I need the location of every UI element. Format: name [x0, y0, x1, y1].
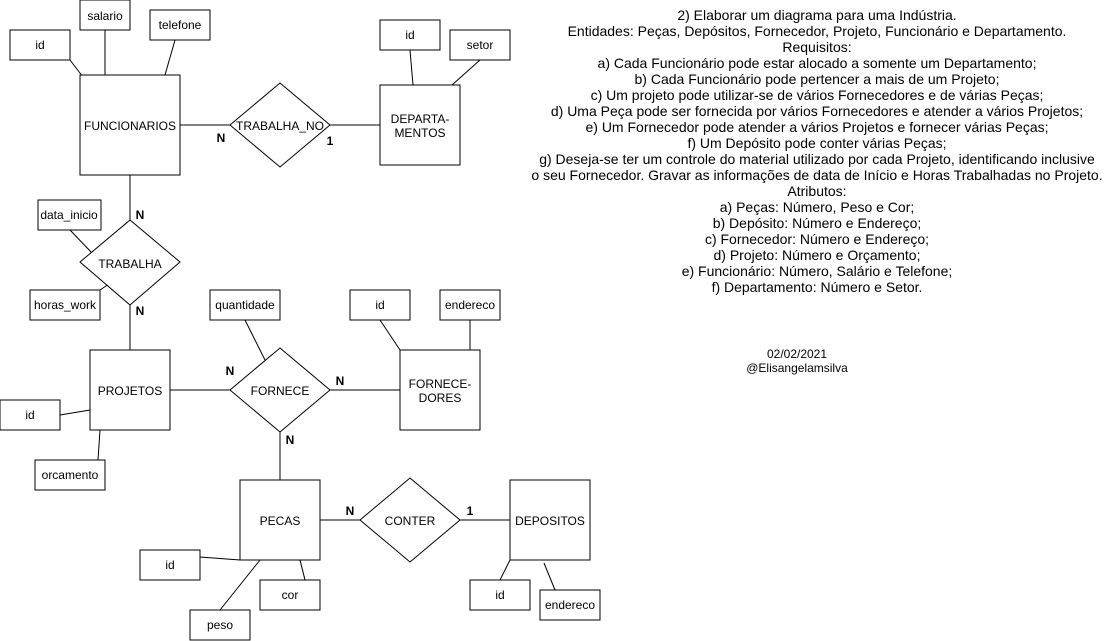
- relationship-conter: CONTER: [359, 477, 461, 563]
- cardinality-labels: N 1 N N N N N N 1: [136, 131, 474, 518]
- attribute-depositos-id: id: [469, 579, 531, 611]
- entity-fornecedores-label-line2: DORES: [419, 391, 462, 405]
- attribute-funcionarios-telefone-label: telefone: [159, 18, 202, 32]
- attribute-pecas-peso-label: peso: [207, 618, 233, 632]
- attribute-pecas-cor: cor: [259, 579, 321, 611]
- attribute-pecas-peso: peso: [189, 609, 251, 641]
- attribute-fornece-quantidade-label: quantidade: [215, 298, 275, 312]
- entity-pecas: PECAS: [239, 479, 321, 561]
- requirements-notes: 2) Elaborar um diagrama para uma Indústr…: [530, 7, 1104, 295]
- attribute-pecas-id: id: [139, 549, 201, 581]
- cardinality-projetos-trabalha: N: [136, 304, 145, 318]
- cardinality-fornecedores-fornece: N: [336, 374, 345, 388]
- entity-funcionarios-label: FUNCIONARIOS: [84, 119, 176, 133]
- entity-depositos-label: DEPOSITOS: [515, 514, 585, 528]
- relationship-trabalha-no-label: TRABALHA_NO: [236, 119, 324, 133]
- attribute-projetos-id: id: [0, 399, 61, 431]
- attribute-depositos-endereco-label: endereco: [545, 598, 595, 612]
- signature-block: 02/02/2021 @Elisangelamsilva: [700, 347, 894, 375]
- attribute-funcionarios-salario-label: salario: [87, 9, 123, 23]
- notes-line: f) Departamento: Número e Setor.: [711, 279, 923, 295]
- cardinality-pecas-conter: N: [346, 504, 355, 518]
- entity-departamentos-label-line1: DEPARTA-: [391, 112, 450, 126]
- attribute-trabalha-horas-work-label: horas_work: [34, 298, 97, 312]
- relationship-trabalha-label: TRABALHA: [98, 257, 161, 271]
- notes-line: c) Um projeto pode utilizar-se de vários…: [590, 87, 1044, 103]
- attribute-departamentos-setor: setor: [449, 29, 511, 61]
- notes-line: d) Uma Peça pode ser fornecida por vário…: [550, 103, 1084, 119]
- notes-line: Requisitos:: [782, 39, 852, 55]
- notes-line: f) Um Depósito pode conter várias Peças;: [687, 135, 947, 151]
- entity-funcionarios: FUNCIONARIOS: [79, 74, 181, 176]
- notes-line: a) Cada Funcionário pode estar alocado a…: [597, 55, 1037, 71]
- attribute-fornecedores-id: id: [349, 289, 411, 321]
- attribute-pecas-cor-label: cor: [282, 588, 299, 602]
- notes-line: o seu Fornecedor. Gravar as informações …: [531, 167, 1103, 183]
- entity-pecas-label: PECAS: [260, 514, 301, 528]
- attribute-projetos-id-label: id: [25, 408, 34, 422]
- cardinality-funcionarios-trabalha-no: N: [217, 131, 226, 145]
- notes-line: a) Peças: Número, Peso e Cor;: [719, 199, 915, 215]
- notes-line: Entidades: Peças, Depósitos, Fornecedor,…: [567, 23, 1067, 39]
- attribute-fornecedores-id-label: id: [375, 298, 384, 312]
- entity-departamentos-label-line2: MENTOS: [394, 126, 445, 140]
- cardinality-departamentos-trabalha-no: 1: [327, 134, 334, 148]
- notes-line: g) Deseja-se ter um controle do material…: [539, 151, 1095, 167]
- attribute-trabalha-horas-work: horas_work: [29, 289, 101, 321]
- relationship-trabalha-no: TRABALHA_NO: [229, 82, 331, 168]
- signature-author: @Elisangelamsilva: [746, 361, 848, 375]
- attribute-funcionarios-id: id: [9, 29, 71, 61]
- attribute-trabalha-data-inicio-label: data_inicio: [40, 208, 98, 222]
- attribute-funcionarios-salario: salario: [79, 0, 131, 31]
- entity-fornecedores: FORNECE- DORES: [399, 349, 481, 431]
- cardinality-pecas-fornece: N: [286, 433, 295, 447]
- attribute-trabalha-data-inicio: data_inicio: [37, 199, 102, 231]
- notes-line: 2) Elaborar um diagrama para uma Indústr…: [677, 7, 957, 23]
- attribute-departamentos-id-label: id: [405, 28, 414, 42]
- attribute-depositos-endereco: endereco: [539, 589, 601, 621]
- attribute-departamentos-id: id: [379, 19, 441, 51]
- attribute-fornecedores-endereco-label: endereco: [445, 298, 495, 312]
- connector-lines: [59, 30, 556, 611]
- entity-departamentos: DEPARTA- MENTOS: [379, 84, 461, 166]
- cardinality-funcionarios-trabalha: N: [136, 208, 145, 222]
- notes-line: e) Funcionário: Número, Salário e Telefo…: [681, 263, 953, 279]
- attribute-funcionarios-telefone: telefone: [149, 9, 211, 41]
- notes-line: c) Fornecedor: Número e Endereço;: [704, 231, 930, 247]
- notes-line: b) Depósito: Número e Endereço;: [712, 215, 922, 231]
- attribute-projetos-orcamento: orcamento: [34, 459, 106, 491]
- relationship-fornece-label: FORNECE: [251, 384, 310, 398]
- notes-line: d) Projeto: Número e Orçamento;: [713, 247, 921, 263]
- entity-depositos: DEPOSITOS: [509, 479, 591, 561]
- attribute-fornece-quantidade: quantidade: [209, 289, 281, 321]
- attribute-projetos-orcamento-label: orcamento: [42, 468, 99, 482]
- cardinality-projetos-fornece: N: [226, 364, 235, 378]
- attribute-depositos-id-label: id: [495, 588, 504, 602]
- entity-fornecedores-label-line1: FORNECE-: [409, 377, 472, 391]
- entity-projetos: PROJETOS: [89, 349, 171, 431]
- notes-line: b) Cada Funcionário pode pertencer a mai…: [634, 71, 1000, 87]
- signature-date: 02/02/2021: [766, 347, 828, 361]
- attribute-funcionarios-id-label: id: [35, 38, 44, 52]
- relationship-fornece: FORNECE: [229, 347, 331, 433]
- attribute-fornecedores-endereco: endereco: [439, 289, 501, 321]
- notes-line: e) Um Fornecedor pode atender a vários P…: [585, 119, 1049, 135]
- relationship-trabalha: TRABALHA: [79, 219, 181, 306]
- notes-line: Atributos:: [787, 183, 847, 199]
- cardinality-depositos-conter: 1: [467, 504, 474, 518]
- attribute-departamentos-setor-label: setor: [467, 38, 494, 52]
- entity-projetos-label: PROJETOS: [98, 384, 162, 398]
- relationship-conter-label: CONTER: [385, 514, 436, 528]
- attribute-pecas-id-label: id: [165, 558, 174, 572]
